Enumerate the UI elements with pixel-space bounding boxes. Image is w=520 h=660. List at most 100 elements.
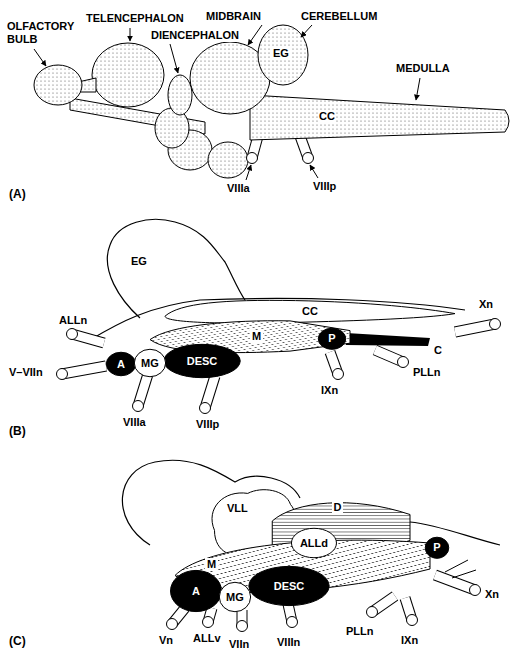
nerve-end (407, 615, 418, 626)
hypothalamic-lobe (208, 142, 248, 178)
region-text-box: CC (165, 298, 455, 324)
olfactory-bulb (34, 65, 82, 105)
anatomy-label: PLLn (345, 625, 375, 638)
nucleus-label: P (328, 332, 335, 345)
leader-line (246, 165, 251, 180)
anatomy-label: VIIIp (195, 418, 220, 431)
nucleus-label: D (332, 501, 344, 514)
nerve-end (333, 369, 344, 380)
region-text-box: DESC (248, 566, 330, 606)
anatomy-label: V–VIIn (8, 366, 44, 379)
anatomy-label: PLLn (412, 366, 442, 379)
region-text-box: DESC (163, 344, 241, 378)
nucleus-region: A (170, 570, 222, 612)
nucleus-region: A (106, 352, 136, 376)
panel-label: (C) (8, 635, 27, 648)
anatomy-label: IXn (320, 384, 339, 397)
nerve-end (167, 619, 178, 630)
nerve-end (200, 403, 211, 414)
region-text-box: P (318, 328, 346, 350)
anatomy-label: TELENCEPHALON (85, 12, 185, 25)
leader-line (130, 28, 131, 41)
region-fill (291, 528, 336, 557)
nerve-end (247, 153, 258, 164)
region-fill (425, 537, 449, 558)
region-text-box: A (170, 570, 222, 612)
anatomy-label: DIENCEPHALON (150, 29, 240, 42)
cerebellum (258, 25, 308, 85)
panel-b-brainstem (57, 219, 501, 413)
nerve-end (133, 401, 144, 412)
anatomy-label: VIIIa (226, 182, 251, 195)
medulla (250, 95, 509, 140)
nerve-end (367, 607, 378, 618)
nucleus-label: A (117, 358, 125, 371)
nucleus-region: CC (165, 298, 455, 324)
brainstem-outline (410, 522, 500, 545)
anatomy-label: Vn (158, 634, 174, 647)
telencephalon (92, 43, 164, 107)
anatomy-label: CEREBELLUM (300, 10, 378, 23)
nerve-end (303, 153, 314, 164)
region-fill (171, 570, 222, 611)
anatomy-label: MIDBRAIN (205, 10, 262, 23)
region-fill (165, 300, 455, 323)
nucleus-label: DESC (274, 580, 305, 593)
nucleus-label: MG (141, 357, 159, 370)
nucleus-label: P (433, 541, 440, 554)
nucleus-strip (346, 333, 430, 346)
region-fill (134, 349, 165, 376)
panel-label: (A) (8, 188, 27, 201)
region-fill (318, 328, 345, 349)
nucleus-label: MG (226, 591, 244, 604)
nerve (455, 324, 495, 332)
nucleus-region: DESC (163, 344, 241, 378)
region-text-box: P (425, 537, 449, 559)
nucleus-region: MG (219, 582, 251, 612)
nerve-end (57, 369, 68, 380)
anatomy-label: MEDULLA (395, 62, 451, 75)
anatomy-label: VIIIp (312, 180, 337, 193)
panel-label: (B) (8, 425, 27, 438)
leader-line (248, 25, 262, 45)
region-fill (219, 582, 250, 611)
nerve-end (490, 319, 501, 330)
nucleus-label: M (205, 558, 218, 571)
diencephalon (168, 75, 192, 115)
anatomy-label: ALLn (58, 314, 88, 327)
nucleus-label: VLL (227, 502, 248, 515)
region-fill (164, 344, 240, 377)
leader-line (170, 44, 178, 73)
leader-line (34, 49, 46, 66)
nerve-end (67, 329, 78, 340)
nerve (62, 366, 106, 374)
anatomy-label: OLFACTORY BULB (6, 20, 88, 46)
nerve (455, 324, 495, 332)
region-text-box: A (106, 352, 136, 376)
nerve-end (398, 357, 409, 368)
region-fill (106, 352, 135, 376)
nerve-rootlets (445, 560, 476, 578)
region-text-box: ALLd (291, 528, 337, 558)
nerve-end (237, 621, 248, 632)
region-fill (249, 566, 329, 605)
anatomy-label: VIIIa (122, 416, 147, 429)
nucleus-label: DESC (187, 355, 218, 368)
anatomy-label: Xn (478, 298, 494, 311)
nucleus-label: CC (302, 305, 318, 318)
anatomy-label: EG (130, 255, 148, 268)
nerve (62, 366, 106, 374)
nerve-end (470, 585, 481, 596)
leader-line (416, 78, 420, 100)
nucleus-label: A (192, 585, 200, 598)
anatomy-label: VIIn (228, 638, 250, 651)
anatomy-label: VIIIn (276, 636, 301, 649)
nucleus-label: ALLd (300, 537, 328, 550)
nerve-end (287, 617, 298, 628)
nucleus-label: M (250, 330, 263, 343)
anatomy-label: Xn (484, 588, 500, 601)
anatomy-label: EG (272, 47, 290, 60)
anatomy-label: IXn (400, 634, 419, 647)
region-text-box: MG (134, 349, 166, 377)
